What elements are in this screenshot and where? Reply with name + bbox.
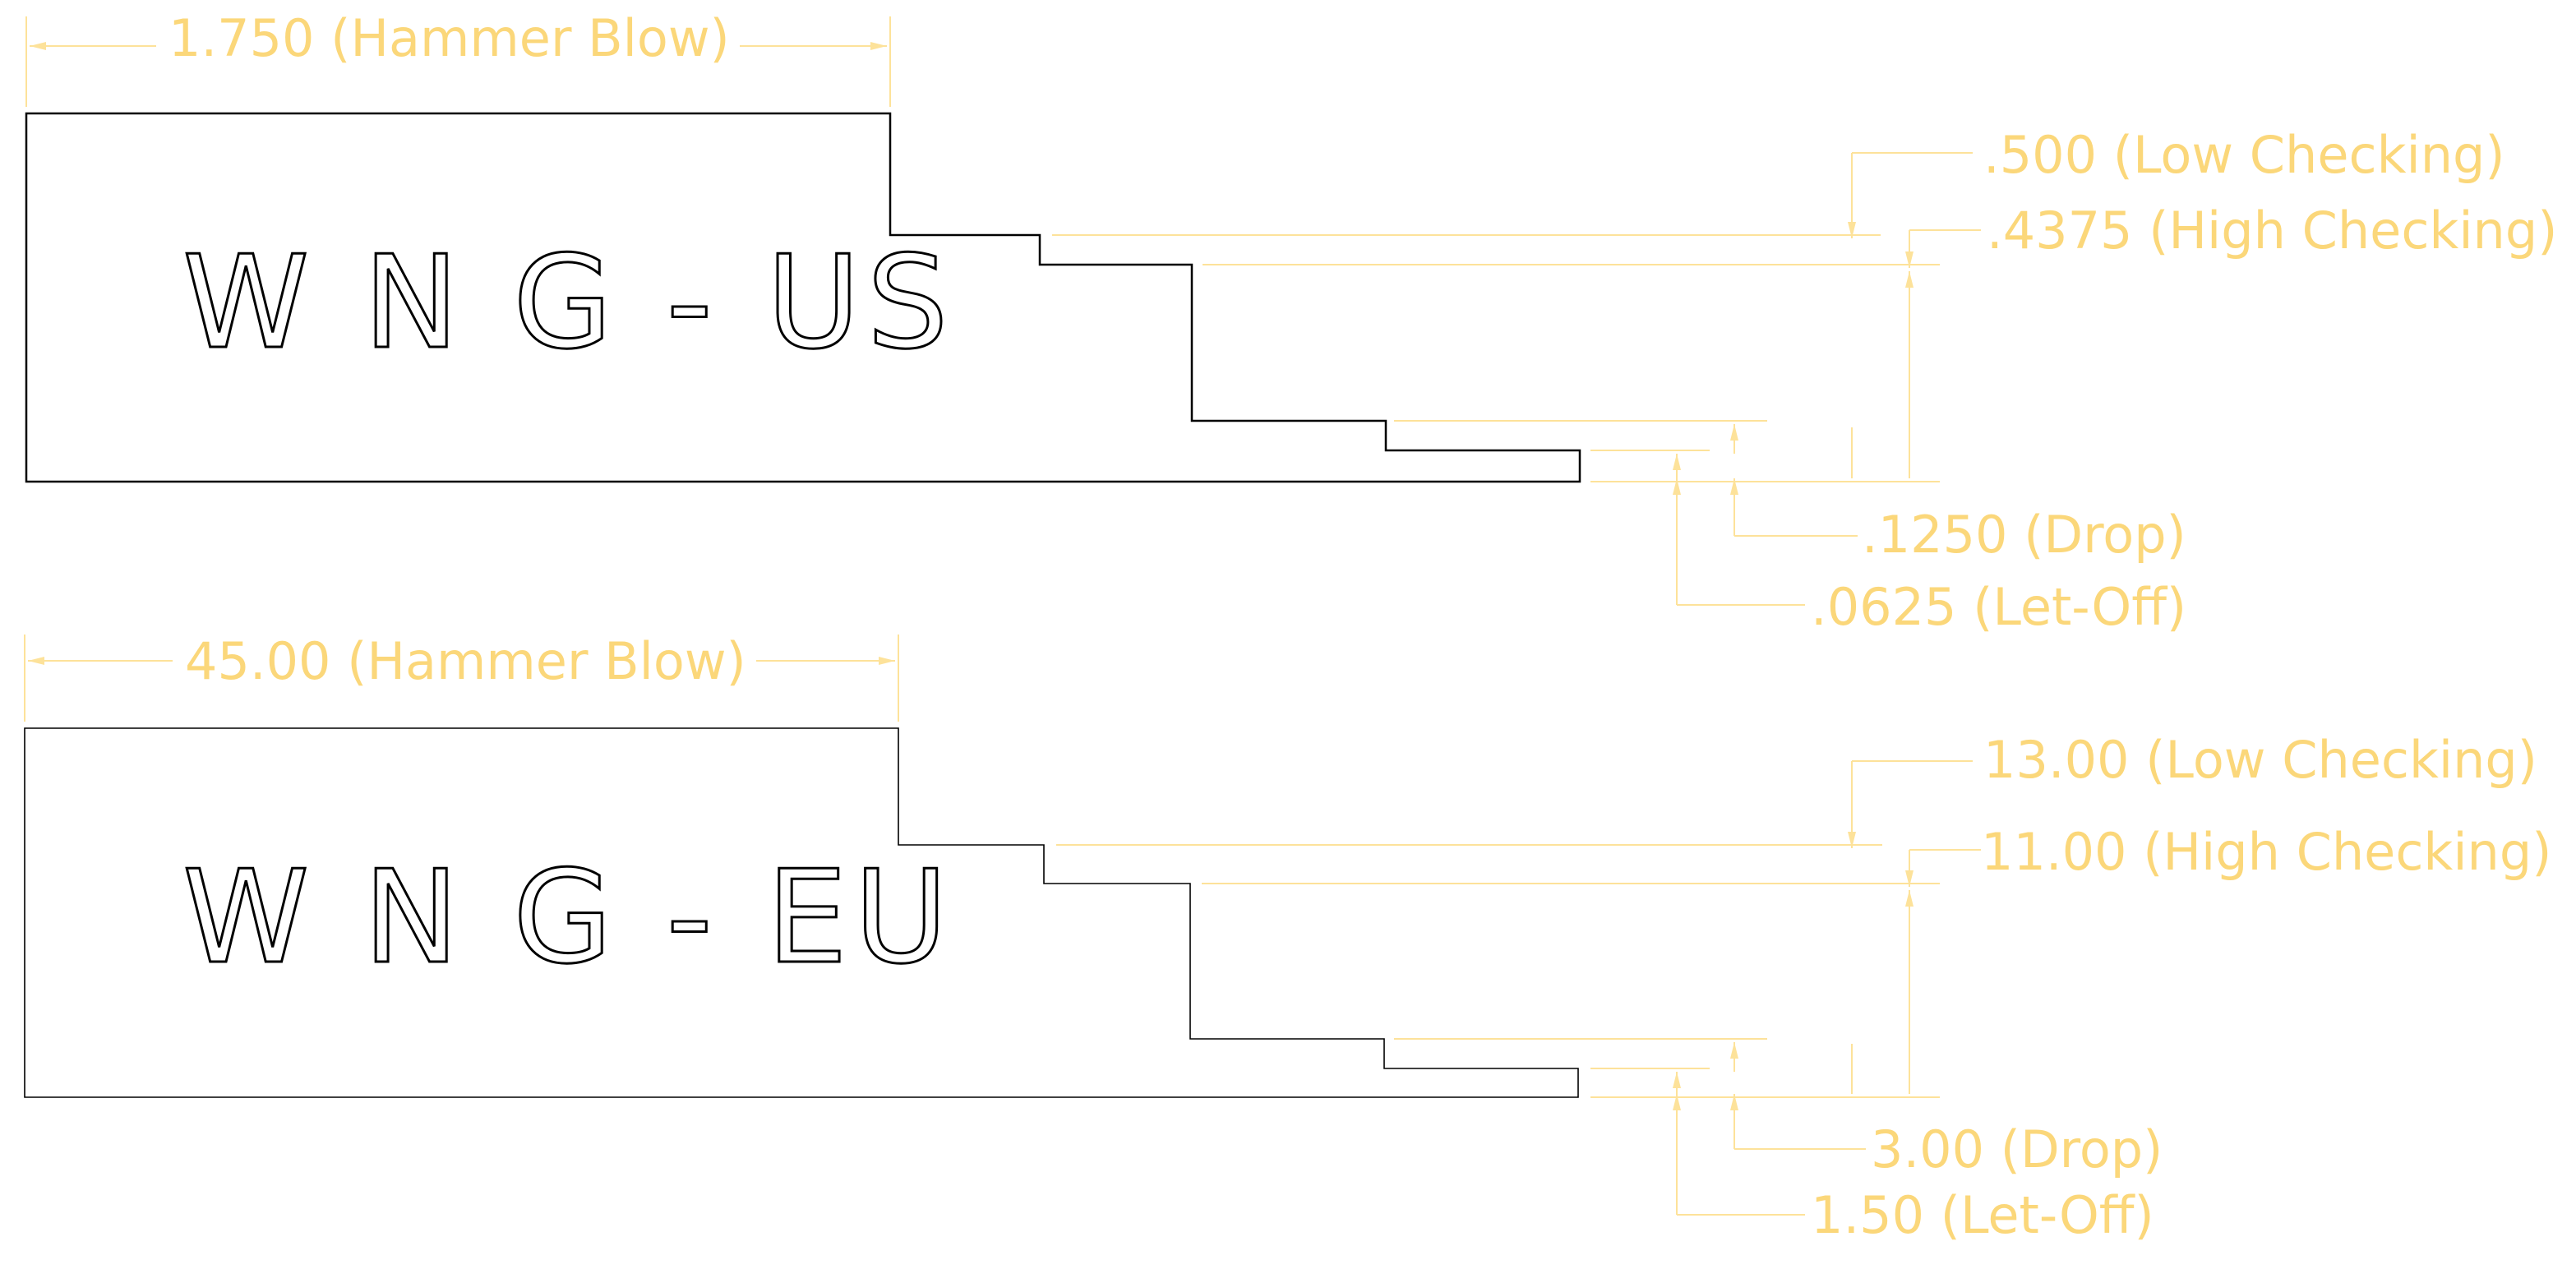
eu-hammer-blow-label: 45.00 (Hammer Blow)	[185, 631, 746, 691]
us-drop-dimension	[1730, 424, 1858, 537]
eu-extension-lines	[1056, 844, 1940, 1098]
us-high-checking-dimension	[1905, 229, 1981, 478]
us-let-off-label: .0625 (Let-Off)	[1811, 577, 2186, 637]
eu-low-checking-label: 13.00 (Low Checking)	[1983, 730, 2537, 790]
us-high-checking-label: .4375 (High Checking)	[1987, 201, 2557, 261]
us-drop-label: .1250 (Drop)	[1862, 505, 2186, 565]
us-gauge-profile	[25, 112, 1581, 483]
eu-drop-dimension	[1730, 1042, 1866, 1150]
eu-let-off-label: 1.50 (Let-Off)	[1811, 1185, 2154, 1245]
us-low-checking-label: .500 (Low Checking)	[1983, 125, 2505, 185]
us-hammer-blow-dimension	[25, 16, 891, 107]
us-let-off-dimension	[1673, 454, 1805, 606]
eu-gauge-title: W N G - EU	[182, 842, 954, 992]
eu-high-checking-dimension	[1905, 849, 1981, 1094]
eu-gauge-profile	[24, 727, 1579, 1098]
us-low-checking-dimension	[1848, 152, 1973, 478]
us-hammer-blow-label: 1.750 (Hammer Blow)	[169, 8, 730, 68]
eu-high-checking-label: 11.00 (High Checking)	[1981, 822, 2551, 882]
us-gauge-title: W N G - US	[182, 228, 955, 377]
eu-gauge: W N G - EU 45.00 (Hammer Blow) 13.00 (Lo…	[24, 631, 2551, 1245]
eu-let-off-dimension	[1673, 1072, 1805, 1216]
eu-low-checking-dimension	[1848, 760, 1973, 1094]
eu-hammer-blow-dimension	[24, 634, 899, 722]
eu-drop-label: 3.00 (Drop)	[1871, 1119, 2163, 1179]
us-extension-lines	[1052, 234, 1940, 482]
us-gauge: W N G - US 1.750 (Hammer Blow) .500 (Low…	[25, 8, 2557, 637]
